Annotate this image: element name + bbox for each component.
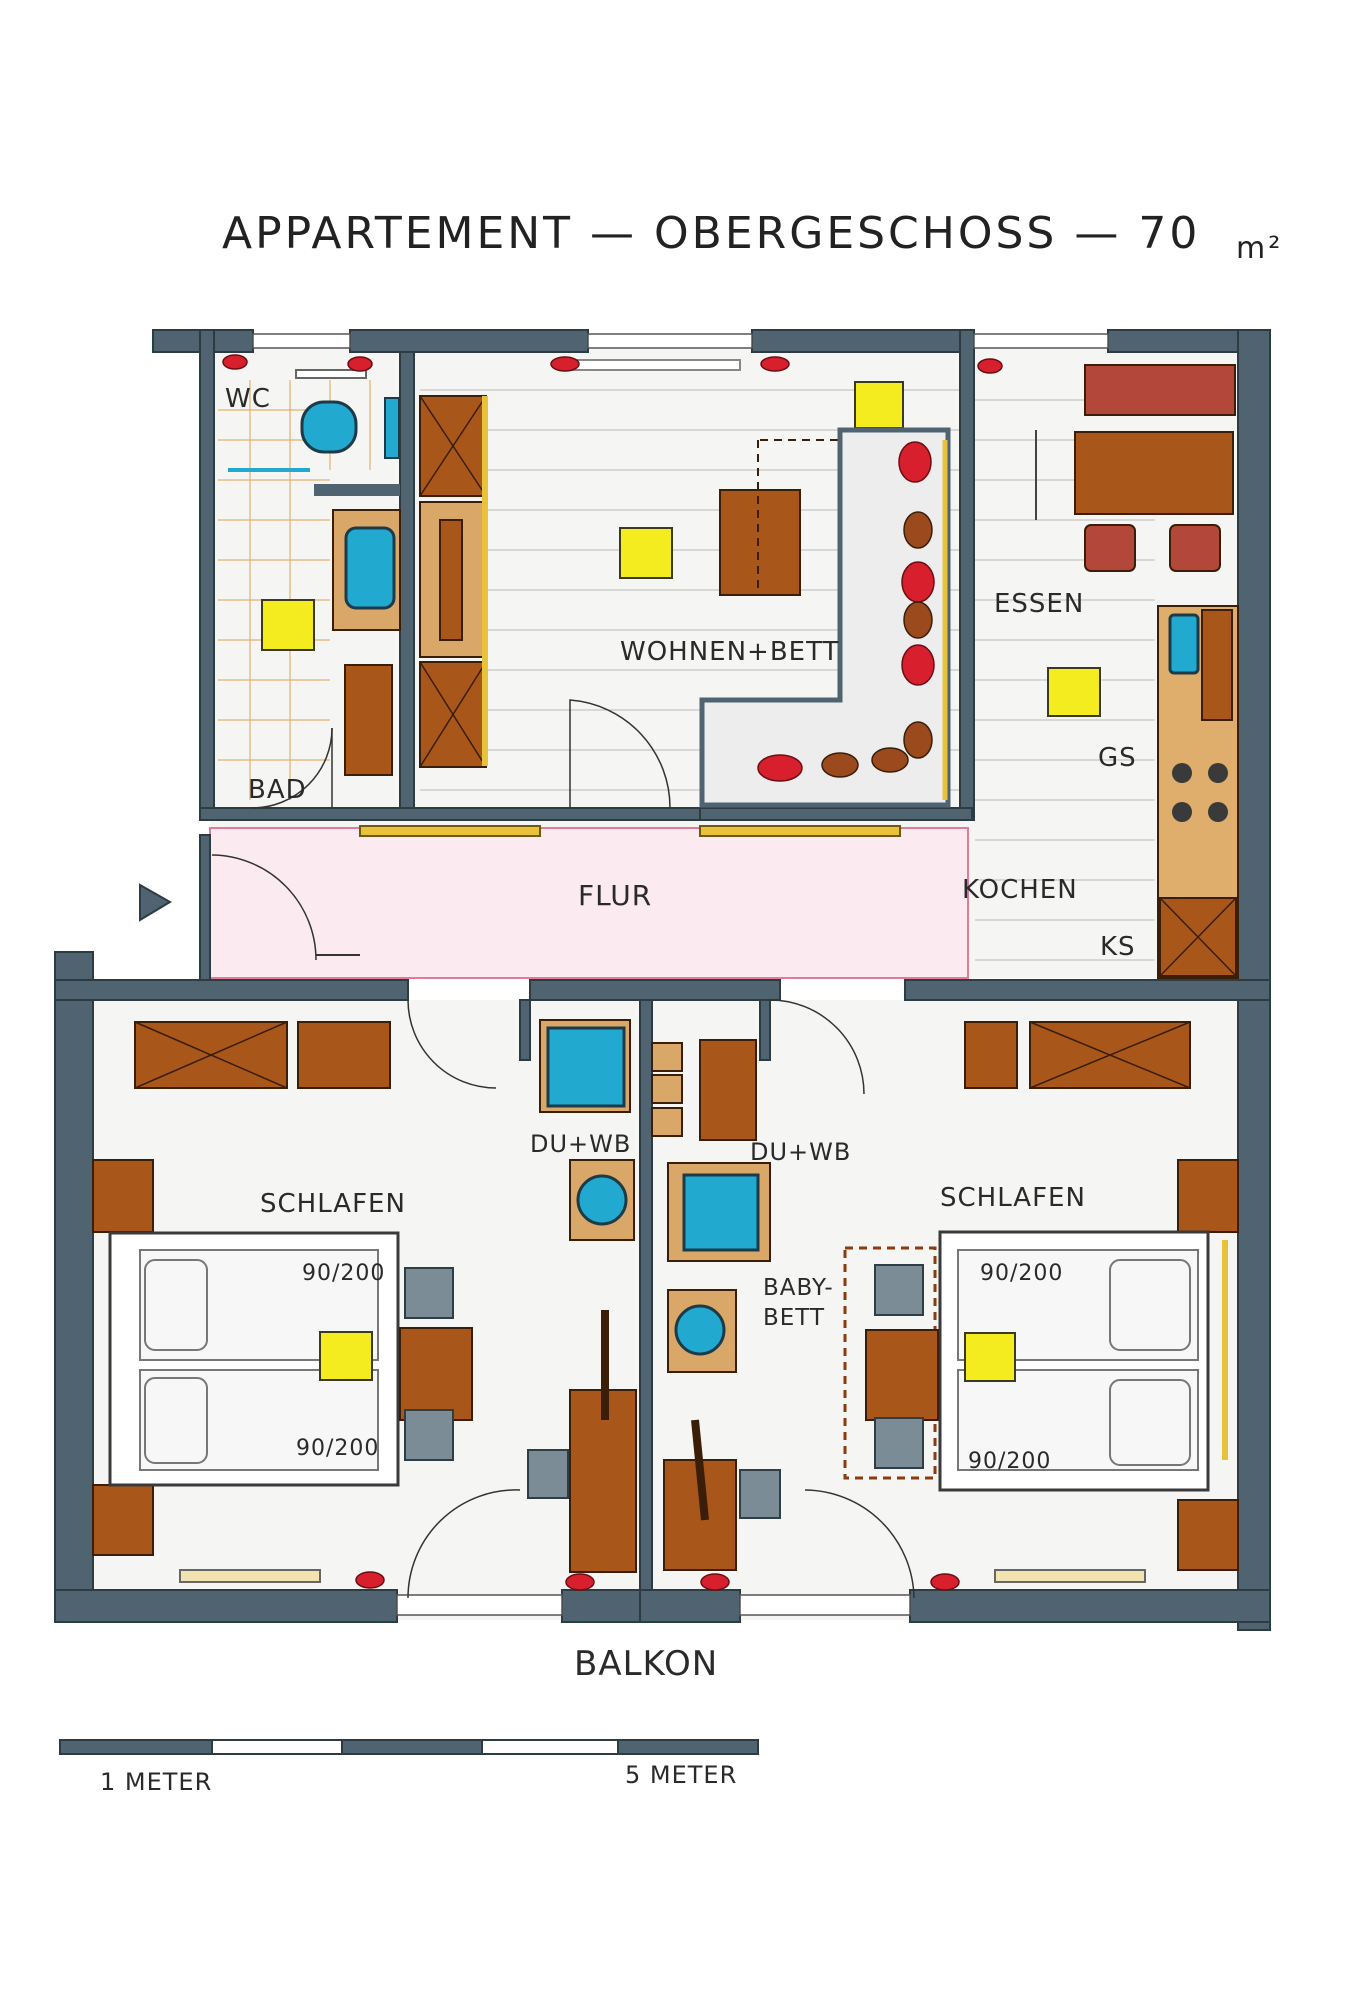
kitchen-dining [1035, 364, 1239, 979]
ceiling-lamp-icon [261, 599, 315, 651]
stove-icon [1208, 763, 1228, 783]
label-babybett-1: BABY- [763, 1275, 834, 1301]
plan-title: APPARTEMENT — OBERGESCHOSS — 70 [222, 208, 1200, 259]
bedroom-right-door [769, 999, 865, 1095]
balcony-door-left [407, 1489, 521, 1599]
shower-icon [546, 1026, 626, 1108]
label-du-wb-left: DU+WB [530, 1130, 631, 1158]
label-wc: WC [225, 384, 271, 414]
stove-icon [1172, 802, 1192, 822]
sink-icon [674, 1304, 726, 1356]
windows [252, 333, 1109, 1616]
baby-bed [843, 1246, 937, 1480]
label-ks: KS [1100, 932, 1136, 962]
scale-bar: 1 METER 5 METER [59, 1739, 759, 1796]
plant-decorations [222, 354, 1003, 1591]
central-showers [527, 999, 915, 1599]
bed-size-right-bottom: 90/200 [968, 1449, 1051, 1474]
label-bad: BAD [248, 775, 307, 805]
scale-label-start: 1 METER [100, 1768, 212, 1796]
label-flur: FLUR [578, 879, 652, 912]
bathroom-cabinet [344, 664, 393, 776]
radiators [179, 359, 1146, 1583]
sink-icon [344, 526, 396, 610]
living-room [419, 381, 951, 809]
label-du-wb-right: DU+WB [750, 1138, 851, 1166]
desk [569, 1389, 637, 1573]
ceiling-lamp-icon [854, 381, 904, 429]
sofa-bed [699, 427, 951, 808]
entrance-door [211, 854, 317, 961]
bed-size-right-top: 90/200 [980, 1261, 1063, 1286]
bedroom-left [92, 999, 521, 1599]
entrance-arrow-icon [139, 883, 172, 922]
bench-seat [1084, 364, 1236, 416]
bathroom [228, 397, 401, 809]
dining-table [1074, 431, 1234, 515]
label-balkon: BALKON [574, 1644, 718, 1684]
bed-size-left-top: 90/200 [302, 1261, 385, 1286]
sink-icon [576, 1174, 628, 1226]
plan-title-unit: m² [1236, 231, 1283, 266]
label-essen: ESSEN [994, 589, 1084, 619]
ceiling-lamp-icon [619, 527, 673, 579]
label-gs: GS [1098, 743, 1137, 773]
chair [1084, 524, 1136, 572]
shower-icon [682, 1173, 760, 1252]
room-labels: WC BAD WOHNEN+BETT ESSEN GS KOCHEN KS FL… [225, 384, 1137, 1684]
hallway-floor [209, 827, 969, 979]
label-schlafen-right: SCHLAFEN [940, 1183, 1086, 1213]
ceiling-lamp-icon [1047, 667, 1101, 717]
balcony-door-right [804, 1489, 915, 1599]
stove-icon [1208, 802, 1228, 822]
walls [54, 329, 1271, 1631]
stove-icon [1172, 763, 1192, 783]
toilet-icon [300, 400, 358, 454]
living-room-door [569, 699, 671, 809]
label-schlafen-left: SCHLAFEN [260, 1189, 406, 1219]
hallway [139, 854, 360, 961]
bedside-lamp-icon [319, 1331, 373, 1381]
chair [1169, 524, 1221, 572]
label-babybett-2: BETT [763, 1305, 825, 1331]
bedroom-right [843, 1021, 1239, 1571]
scale-label-end: 5 METER [625, 1761, 737, 1789]
label-wohnen-bett: WOHNEN+BETT [620, 637, 839, 667]
bedside-lamp-icon [964, 1332, 1016, 1382]
kitchen-sink-icon [1168, 613, 1200, 675]
bed-size-left-bottom: 90/200 [296, 1436, 379, 1461]
bathroom-door [251, 727, 333, 809]
bedroom-left-door [407, 999, 497, 1089]
label-kochen: KOCHEN [962, 875, 1078, 905]
coffee-table [719, 489, 801, 596]
